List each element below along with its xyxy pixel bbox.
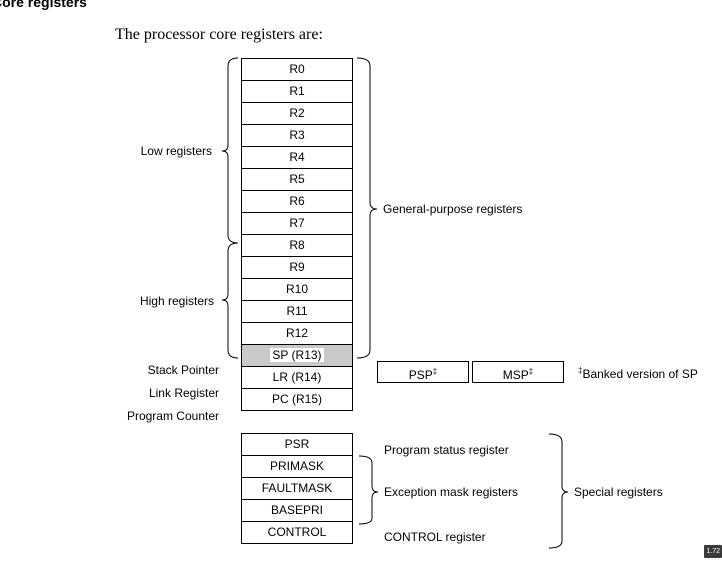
msp-box: MSP‡ [472,361,564,383]
register-r7: R7 [241,212,353,235]
psr-description: Program status register [384,443,509,457]
register-psr: PSR [241,433,353,456]
high-registers-label: High registers [139,294,214,308]
register-lr: LR (R14) [241,366,353,389]
psp-dagger: ‡ [432,367,438,376]
intro-text: The processor core registers are: [115,26,323,43]
register-r10: R10 [241,278,353,301]
special-register-stack: PSR PRIMASK FAULTMASK BASEPRI CONTROL [241,433,353,544]
note-dagger: ‡ [578,366,583,375]
control-description: CONTROL register [384,530,486,544]
special-registers-label: Special registers [574,485,663,499]
register-primask: PRIMASK [241,455,353,478]
low-registers-brace [221,57,239,244]
section-heading: Core registers [0,0,87,10]
general-purpose-brace [356,57,378,359]
low-registers-label: Low registers [140,144,212,158]
stack-pointer-label: Stack Pointer [147,363,219,377]
gp-register-stack: R0 R1 R2 R3 R4 R5 R6 R7 R8 R9 R10 R11 R1… [241,58,353,411]
register-faultmask: FAULTMASK [241,477,353,500]
program-counter-label: Program Counter [126,409,219,423]
register-r9: R9 [241,256,353,279]
register-r11: R11 [241,300,353,323]
register-pc: PC (R15) [241,388,353,411]
psp-box: PSP‡ [377,361,469,383]
corner-badge: 1.72 [704,545,722,558]
link-register-label: Link Register [148,386,219,400]
register-r4: R4 [241,146,353,169]
register-control: CONTROL [241,521,353,544]
register-r5: R5 [241,168,353,191]
register-sp: SP (R13) [241,344,353,367]
register-r2: R2 [241,102,353,125]
exception-mask-description: Exception mask registers [384,485,519,499]
banked-note: ‡Banked version of SP [578,366,698,381]
register-r3: R3 [241,124,353,147]
register-r8: R8 [241,234,353,257]
exception-mask-brace [358,455,379,525]
general-purpose-label: General-purpose registers [383,202,523,216]
msp-dagger: ‡ [528,367,534,376]
high-registers-brace [221,242,239,359]
special-registers-brace [548,433,569,549]
register-r6: R6 [241,190,353,213]
register-r1: R1 [241,80,353,103]
register-r12: R12 [241,322,353,345]
register-basepri: BASEPRI [241,499,353,522]
register-r0: R0 [241,58,353,81]
